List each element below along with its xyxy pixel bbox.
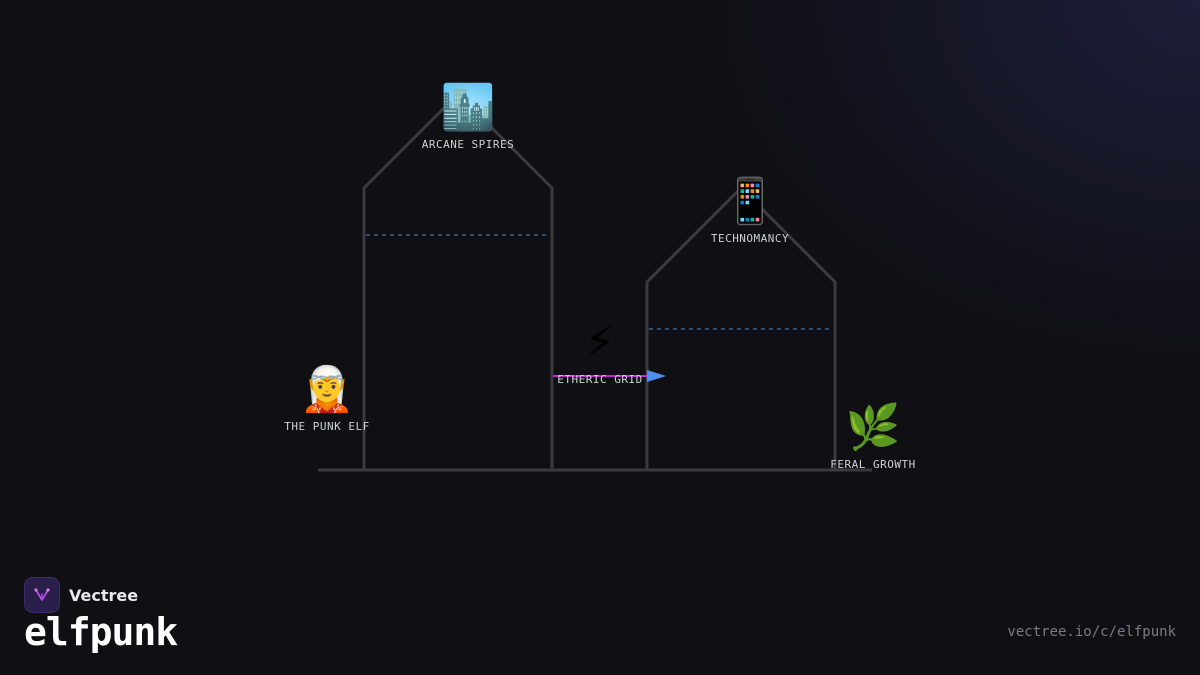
node-label: ETHERIC GRID — [557, 373, 643, 386]
elf-icon: 🧝 — [299, 364, 355, 415]
brand[interactable]: Vectree — [24, 577, 138, 613]
node-label: THE PUNK ELF — [284, 420, 370, 433]
page-url[interactable]: vectree.io/c/elfpunk — [1007, 624, 1176, 640]
node-technomancy: 📱 TECHNOMANCY — [711, 176, 789, 245]
node-feral-growth: 🌿 FERAL GROWTH — [830, 402, 915, 471]
technomancy-house-outline — [645, 185, 837, 470]
node-punk-elf: 🧝 THE PUNK ELF — [284, 364, 369, 433]
node-label: TECHNOMANCY — [710, 232, 790, 245]
mobile-phone-icon: 📱 — [722, 176, 778, 227]
arcane-spires-house-outline — [362, 91, 554, 470]
herb-icon: 🌿 — [845, 402, 901, 453]
page-title: elfpunk — [24, 610, 178, 654]
node-label: ARCANE SPIRES — [421, 138, 515, 151]
lightning-icon: ⚡ — [584, 317, 616, 368]
node-etheric-grid: ⚡ ETHERIC GRID — [557, 317, 642, 386]
node-label: FERAL GROWTH — [830, 458, 916, 471]
etheric-grid-arrow-head — [647, 370, 666, 382]
cityscape-icon: 🏙️ — [440, 82, 496, 133]
vectree-logo-icon — [24, 577, 60, 613]
node-arcane-spires: 🏙️ ARCANE SPIRES — [422, 82, 515, 151]
brand-name: Vectree — [69, 585, 139, 605]
